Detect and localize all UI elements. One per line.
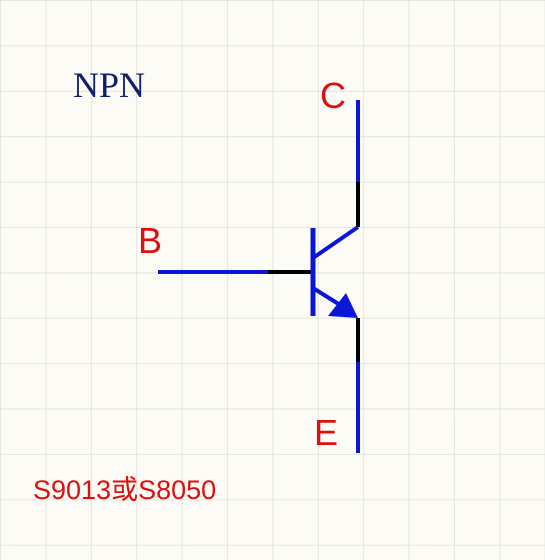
base-pin-label: B xyxy=(138,220,163,261)
transistor-type-label: NPN xyxy=(73,65,146,105)
emitter-arrow xyxy=(328,293,358,318)
collector-pin-label: C xyxy=(320,75,346,116)
part-numbers-label: S9013或S8050 xyxy=(33,475,217,505)
collector-diagonal xyxy=(311,225,360,260)
emitter-pin-label: E xyxy=(314,412,339,453)
